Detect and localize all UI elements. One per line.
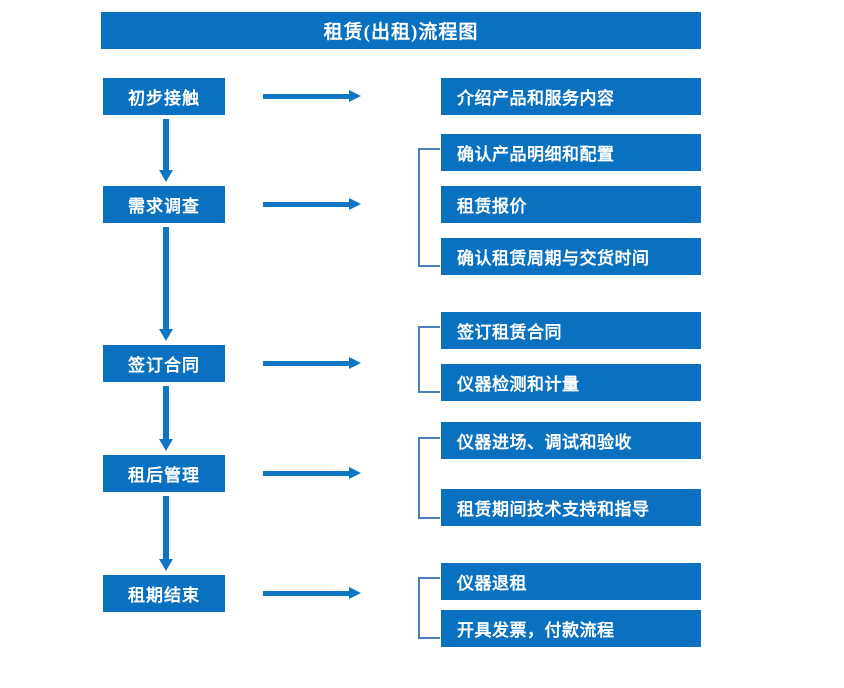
arrow-down-shaft bbox=[163, 119, 169, 171]
detail-box-post-rental-management-2[interactable]: 租赁期间技术支持和指导 bbox=[441, 489, 701, 526]
arrow-right-icon bbox=[263, 466, 361, 480]
arrow-down-head bbox=[159, 329, 173, 341]
stage-box-needs-investigation[interactable]: 需求调查 bbox=[103, 186, 225, 223]
arrow-down-icon bbox=[159, 496, 173, 571]
group-bracket-icon bbox=[418, 148, 440, 267]
stage-box-post-rental-management[interactable]: 租后管理 bbox=[103, 455, 225, 492]
arrow-down-head bbox=[159, 439, 173, 451]
group-bracket-icon bbox=[418, 326, 440, 393]
arrow-right-head bbox=[349, 198, 361, 210]
arrow-right-shaft bbox=[263, 591, 351, 596]
arrow-right-shaft bbox=[263, 94, 351, 99]
detail-box-needs-investigation-3[interactable]: 确认租赁周期与交货时间 bbox=[441, 238, 701, 275]
arrow-right-shaft bbox=[263, 202, 351, 207]
arrow-right-head bbox=[349, 587, 361, 599]
arrow-right-icon bbox=[263, 89, 361, 103]
stage-box-rental-period-end[interactable]: 租期结束 bbox=[103, 575, 225, 612]
arrow-down-shaft bbox=[163, 227, 169, 330]
detail-box-needs-investigation-2[interactable]: 租赁报价 bbox=[441, 186, 701, 223]
arrow-right-shaft bbox=[263, 361, 351, 366]
arrow-right-icon bbox=[263, 197, 361, 211]
detail-box-rental-period-end-2[interactable]: 开具发票，付款流程 bbox=[441, 610, 701, 647]
stage-box-initial-contact[interactable]: 初步接触 bbox=[103, 78, 225, 115]
detail-box-initial-contact-1[interactable]: 介绍产品和服务内容 bbox=[441, 78, 701, 115]
arrow-right-shaft bbox=[263, 471, 351, 476]
stage-box-sign-contract[interactable]: 签订合同 bbox=[103, 345, 225, 382]
detail-box-rental-period-end-1[interactable]: 仪器退租 bbox=[441, 563, 701, 600]
arrow-down-shaft bbox=[163, 386, 169, 440]
group-bracket-icon bbox=[418, 437, 440, 519]
group-bracket-icon bbox=[418, 577, 440, 639]
arrow-right-head bbox=[349, 467, 361, 479]
arrow-down-icon bbox=[159, 227, 173, 341]
arrow-down-shaft bbox=[163, 496, 169, 560]
detail-box-sign-contract-2[interactable]: 仪器检测和计量 bbox=[441, 364, 701, 401]
arrow-down-head bbox=[159, 170, 173, 182]
arrow-down-icon bbox=[159, 119, 173, 182]
arrow-right-icon bbox=[263, 356, 361, 370]
detail-box-needs-investigation-1[interactable]: 确认产品明细和配置 bbox=[441, 134, 701, 171]
detail-box-post-rental-management-1[interactable]: 仪器进场、调试和验收 bbox=[441, 422, 701, 459]
arrow-right-head bbox=[349, 357, 361, 369]
arrow-right-icon bbox=[263, 586, 361, 600]
arrow-down-icon bbox=[159, 386, 173, 451]
arrow-down-head bbox=[159, 559, 173, 571]
page-title: 租赁(出租)流程图 bbox=[101, 12, 701, 49]
detail-box-sign-contract-1[interactable]: 签订租赁合同 bbox=[441, 312, 701, 349]
arrow-right-head bbox=[349, 90, 361, 102]
